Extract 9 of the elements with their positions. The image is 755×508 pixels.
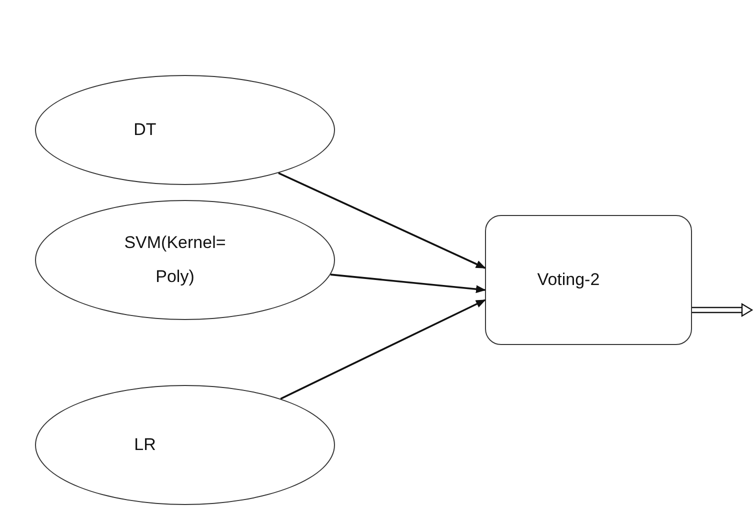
process-box — [485, 215, 692, 345]
node-label: DT — [134, 119, 156, 141]
output-arrow — [691, 302, 754, 318]
node-label: LR — [134, 434, 156, 456]
arrow — [278, 172, 486, 269]
arrow — [280, 299, 486, 400]
arrow — [330, 274, 486, 294]
node-label: SVM(Kernel= Poly) — [123, 232, 227, 288]
node-label: Voting-2 — [537, 269, 600, 291]
